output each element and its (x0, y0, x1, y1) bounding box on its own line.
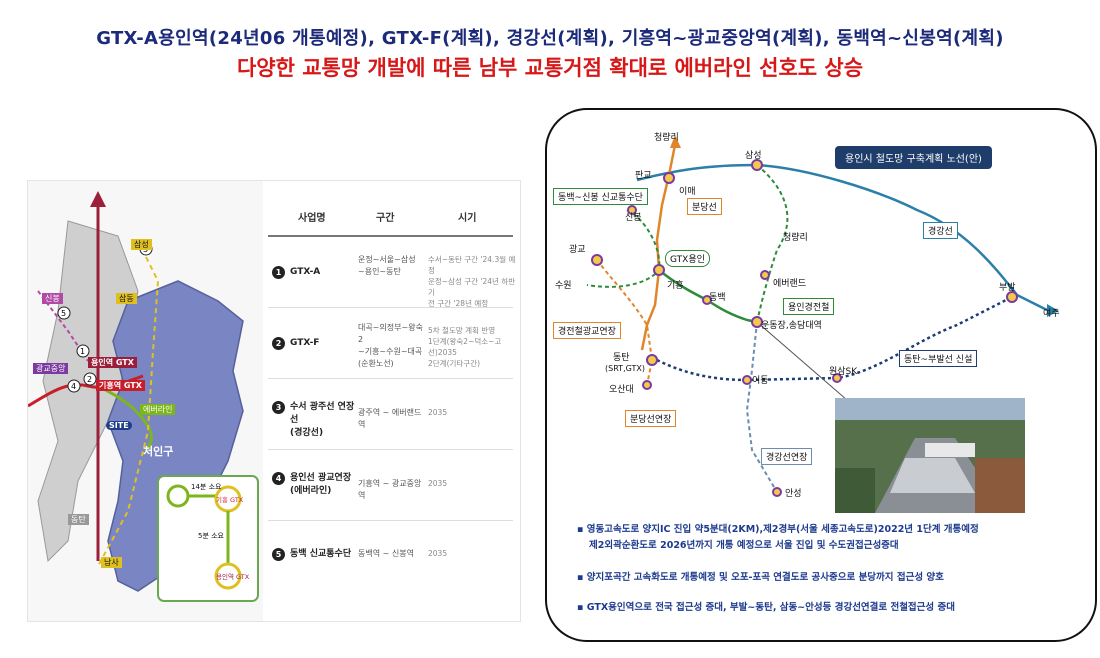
station-dongtan: 동탄 (613, 353, 630, 363)
row-name: GTX-F (290, 338, 320, 348)
row-section: 운정~서울~삼성 ~용인~동탄 (358, 255, 416, 276)
label-bundang-ext: 분당선연장 (625, 410, 677, 427)
label-bundang: 분당선 (687, 198, 722, 215)
row-name: GTX-A (290, 267, 321, 277)
station-wonsam: 원삼SK (829, 367, 858, 377)
map-label-cheoingu: 처인구 (143, 445, 174, 458)
aerial-photo-graphic (835, 398, 1025, 513)
row-section: 대곡~의정부~왕숙2 ~기흥~수원~대곡 (순환노선) (358, 323, 423, 368)
inset-station-2: 용인역 GTX (216, 573, 250, 581)
label-gyeonggang-ext: 경강선연장 (761, 448, 813, 465)
row-section: 광주역 ~ 에버랜드역 (358, 408, 422, 429)
left-panel: 3 5 1 2 4 삼성 삼동 신봉 광교중앙 용인역 GTX 기흥역 GTX … (27, 180, 521, 622)
bullet-1: ▪ 영동고속도로 양지IC 진입 약5분대(2KM),제2경부(서울 세종고속도… (577, 522, 979, 537)
bullet-icon: ▪ (577, 602, 587, 613)
yongin-map: 3 5 1 2 4 삼성 삼동 신봉 광교중앙 용인역 GTX 기흥역 GTX … (27, 181, 263, 621)
station-everland: 에버랜드 (773, 279, 807, 289)
bullet-1-cont: 제2외곽순환도로 2026년까지 개통 예정으로 서울 진입 및 수도권접근성증… (589, 540, 899, 551)
station-osan: 오산대 (609, 385, 634, 395)
svg-text:4: 4 (71, 382, 76, 391)
project-table: 사업명 구간 시기 1 GTX-A 운정~서울~삼성 ~용인~동탄 수서~동탄 … (268, 193, 515, 591)
map-label-dongtan: 동탄 (68, 514, 89, 525)
row-number: 4 (272, 472, 285, 485)
label-dongtan-bubal: 동탄~부발선 신설 (899, 350, 978, 367)
row-timing: 수서~동탄 구간 '24.3월 예정 운정~삼성 구간 '24년 하반기 전 구… (428, 255, 516, 308)
station-sinbong: 신봉 (625, 213, 642, 223)
header-cell: 사업명 (298, 213, 326, 224)
row-timing: 5차 철도망 계획 반영 1단계(왕숙2~덕소~고선)2035 2단계(기타구간… (428, 326, 502, 368)
row-number: 3 (272, 401, 285, 414)
station-dongbaek: 동백 (709, 293, 726, 303)
row-timing: 2035 (428, 479, 448, 488)
header-subtitle: GTX-A용인역(24년06 개통예정), GTX-F(계획), 경강선(계획)… (96, 28, 1004, 49)
svg-text:1: 1 (80, 347, 85, 356)
bullet-2: ▪ 양지포곡간 고속화도로 개통예정 및 오포-포곡 연결도로 공사중으로 분당… (577, 570, 944, 585)
station-gtx-yongin: GTX용인 (665, 250, 710, 267)
row-timing: 2035 (428, 408, 448, 417)
map-label-everline: 에버라인 (140, 404, 176, 415)
station-pangyo: 판교 (635, 171, 652, 181)
svg-text:2: 2 (87, 375, 92, 384)
station-suwon: 수원 (555, 281, 572, 291)
aerial-photo (835, 398, 1025, 513)
bullet-3: ▪ GTX용인역으로 전국 접근성 증대, 부발~동탄, 삼동~안성등 경강선연… (577, 600, 955, 615)
table-row: 5 동백 신교통수단 동백역 ~ 신봉역 2035 (268, 521, 513, 591)
map-label-namsa: 남사 (101, 557, 122, 568)
map-graphic: 3 5 1 2 4 (27, 181, 263, 621)
station-gwanggyo: 광교 (569, 245, 586, 255)
bullet-text: GTX용인역으로 전국 접근성 증대, 부발~동탄, 삼동~안성등 경강선연결로… (586, 602, 955, 613)
label-yongin-gyeongcheol: 용인경전철 (783, 298, 835, 315)
rail-plan-panel: 용인시 철도망 구축계획 노선(안) 청량리 삼성 판교 이매 청량리 광교 수… (545, 108, 1097, 642)
label-gyeongcheol-ext: 경전철광교연장 (553, 322, 621, 339)
header-cell: 시기 (458, 213, 477, 224)
map-label-site: SITE (106, 421, 132, 430)
station-cheongnyangni-mid: 청량리 (783, 233, 808, 243)
table-row: 4 용인선 광교연장 (에버라인) 기흥역 ~ 광교중앙역 2035 (268, 450, 513, 521)
bullet-text: 양지포곡간 고속화도로 개통예정 및 오포-포곡 연결도로 공사중으로 분당까지… (586, 572, 944, 583)
row-section: 기흥역 ~ 광교중앙역 (358, 479, 422, 500)
row-number: 1 (272, 266, 285, 279)
map-label-samdong: 삼동 (116, 293, 137, 304)
station-ungdongjang: 운동장,송담대역 (761, 321, 822, 331)
table-row: 2 GTX-F 대곡~의정부~왕숙2 ~기흥~수원~대곡 (순환노선) 5차 철… (268, 308, 513, 379)
table-row: 1 GTX-A 운정~서울~삼성 ~용인~동탄 수서~동탄 구간 '24.3월 … (268, 237, 515, 308)
row-number: 5 (272, 548, 285, 561)
bullet-icon: ▪ (577, 572, 587, 583)
row-section: 동백역 ~ 신봉역 (358, 549, 414, 558)
station-bubal: 부발 (999, 283, 1016, 293)
header-cell: 구간 (376, 213, 395, 224)
row-name: 수서 광주선 연장선 (경강선) (290, 402, 355, 438)
inset-station-1: 기흥 GTX (216, 496, 244, 504)
header-title: 다양한 교통망 개발에 따른 남부 교통거점 확대로 에버라인 선호도 상승 (236, 56, 864, 80)
table-row: 3 수서 광주선 연장선 (경강선) 광주역 ~ 에버랜드역 2035 (268, 379, 513, 450)
station-giheung: 기흥 (667, 281, 684, 291)
map-label-sinbong: 신봉 (42, 293, 63, 304)
rail-map-title: 용인시 철도망 구축계획 노선(안) (835, 146, 992, 169)
table-header: 사업명 구간 시기 (268, 193, 513, 237)
row-name: 동백 신교통수단 (290, 549, 352, 559)
bullet-text: 영동고속도로 양지IC 진입 약5분대(2KM),제2경부(서울 세종고속도로)… (586, 524, 979, 535)
map-label-gwanggyo: 광교중앙 (33, 363, 69, 374)
row-timing: 2035 (428, 549, 448, 558)
station-imae: 이매 (679, 187, 696, 197)
map-label-giheung: 기흥역 GTX (96, 380, 145, 391)
map-label-yongin: 용인역 GTX (88, 357, 137, 368)
station-idong: 이동 (752, 376, 769, 386)
inset-time-1: 14분 소요 (191, 483, 222, 491)
station-anseong: 안성 (785, 489, 802, 499)
station-yeoju: 여주 (1043, 309, 1060, 319)
label-gyeonggang: 경강선 (923, 222, 958, 239)
svg-text:5: 5 (61, 309, 66, 318)
inset-time-2: 5분 소요 (198, 532, 224, 540)
station-cheongnyangni-top: 청량리 (654, 133, 679, 143)
row-number: 2 (272, 337, 285, 350)
label-dongbaek-sinbong: 동백~신봉 신교통수단 (553, 188, 648, 205)
station-samseong: 삼성 (745, 151, 762, 161)
station-srt: (SRT,GTX) (605, 364, 646, 373)
rail-map-graphic (586, 135, 1059, 497)
bullet-icon: ▪ (577, 524, 587, 535)
row-name: 용인선 광교연장 (에버라인) (290, 473, 352, 496)
map-label-samsung-top: 삼성 (131, 239, 152, 250)
